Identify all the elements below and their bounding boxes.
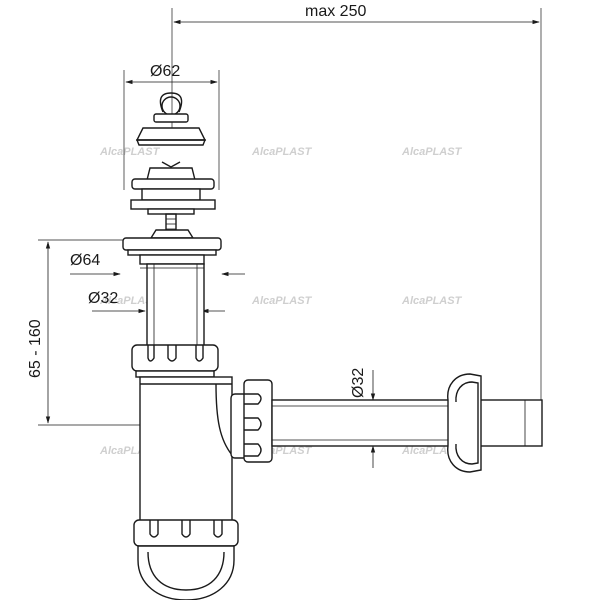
plug-stopper <box>135 92 207 168</box>
watermark: AlcaPLAST <box>251 146 313 158</box>
drain-strainer <box>130 167 216 239</box>
dimension-tube-diameter: Ø32 <box>88 290 225 314</box>
dimension-max-length: max 250 <box>171 3 542 400</box>
tube-diameter-label: Ø32 <box>88 290 118 307</box>
dimension-pipe-diameter: Ø32 <box>350 368 376 468</box>
side-outlet-nut <box>230 379 273 463</box>
horizontal-pipe <box>271 399 543 447</box>
plug-diameter-label: Ø62 <box>150 63 180 80</box>
height-range-label: 65 - 160 <box>27 319 44 378</box>
dimension-outlet-diameter: Ø64 <box>70 252 245 277</box>
max-length-label: max 250 <box>305 3 366 20</box>
watermark: AlcaPLAST <box>251 295 313 307</box>
lower-union-nut <box>133 519 239 547</box>
watermark: AlcaPLAST <box>401 295 463 307</box>
outlet-diameter-label: Ø64 <box>70 252 100 269</box>
bottom-cup <box>137 545 235 600</box>
watermark: AlcaPLAST <box>99 295 161 307</box>
upper-union-nut <box>131 344 219 378</box>
tail-tube <box>140 263 205 349</box>
wall-rosette <box>447 373 482 473</box>
trap-body <box>139 376 233 522</box>
dimension-plug-diameter: Ø62 <box>123 63 220 190</box>
watermark: AlcaPLAST <box>401 146 463 158</box>
pipe-diameter-label: Ø32 <box>350 368 367 398</box>
dimension-height-range: 65 - 160 <box>27 239 140 426</box>
watermark: AlcaPLAST <box>99 146 161 158</box>
outlet-flange <box>122 229 222 265</box>
